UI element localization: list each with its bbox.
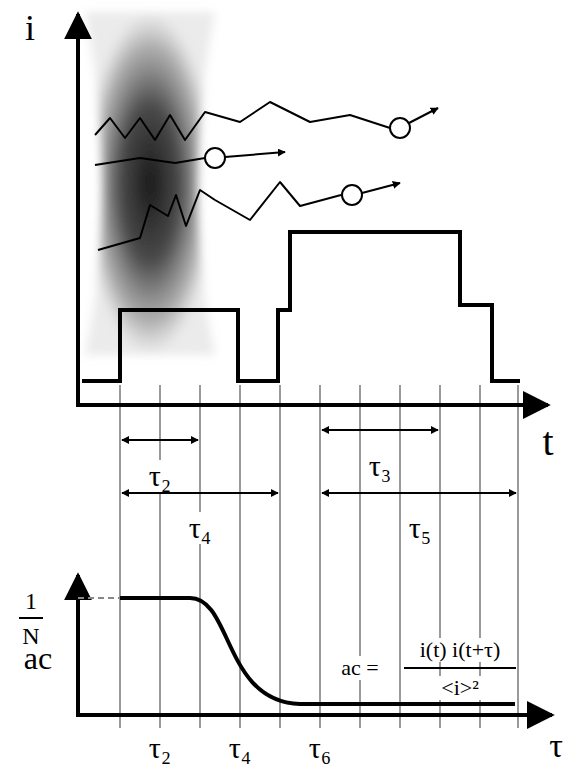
interval-label: τ₂ — [147, 460, 174, 492]
axis-label: τ — [547, 728, 565, 764]
particle — [205, 118, 410, 205]
interval-label: τ₃ — [367, 450, 394, 482]
fraction-denominator: N — [20, 623, 41, 649]
level-line — [78, 597, 120, 599]
motion-arrow — [225, 108, 438, 193]
fraction-numerator: 1 — [23, 588, 39, 614]
formula-denominator: <i>² — [439, 676, 481, 700]
fraction-bar — [19, 617, 43, 619]
particle-trajectory — [95, 102, 390, 250]
laser-focus — [85, 12, 215, 355]
axis-label: t — [540, 421, 555, 463]
interval-label: τ₅ — [407, 512, 434, 544]
tick-label: τ₄ — [227, 732, 254, 764]
formula-numerator: i(t) i(t+τ) — [418, 638, 503, 662]
axis-label: i — [23, 9, 37, 47]
axis — [76, 14, 548, 405]
fraction-bar — [404, 667, 516, 669]
autocorrelation-curve — [120, 598, 515, 704]
formula-text: ac = — [339, 656, 380, 680]
interval-label: τ₄ — [187, 512, 214, 544]
interval-arrow — [122, 430, 516, 493]
axis — [76, 575, 552, 717]
tick-label: τ₂ — [147, 732, 174, 764]
grid-lines — [120, 385, 518, 728]
intensity-trace — [82, 232, 520, 381]
tick-label: τ₆ — [307, 732, 334, 764]
